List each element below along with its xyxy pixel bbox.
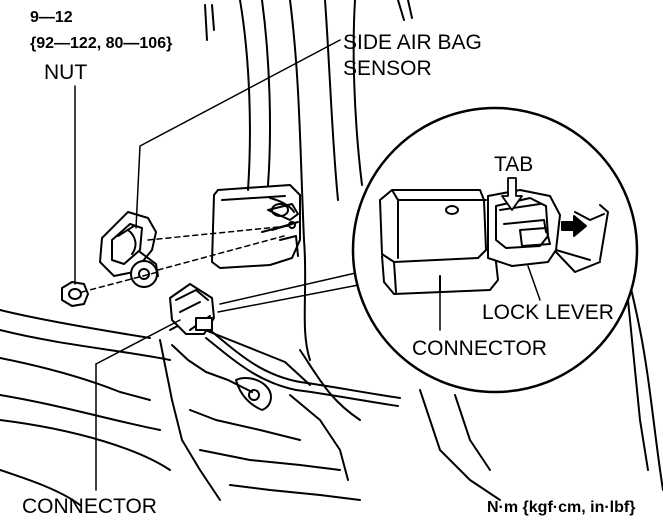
mounting-stud (261, 221, 296, 233)
wire-harness (205, 329, 401, 407)
units-label: N·m {kgf·cm, in·lbf} (487, 499, 636, 516)
tab-label: TAB (494, 153, 534, 176)
vehicle-body-structure (0, 0, 663, 506)
sensor-label-line1: SIDE AIR BAG (343, 31, 482, 54)
nut-icon (61, 281, 89, 307)
leader-lines (74, 39, 375, 491)
detail-callout (351, 106, 639, 394)
sensor-label-line2: SENSOR (343, 57, 432, 80)
alignment-lines (81, 225, 289, 293)
nut-label: NUT (44, 61, 88, 84)
lock-lever-label: LOCK LEVER (482, 301, 614, 324)
side-air-bag-sensor (99, 211, 159, 288)
connector-main-label: CONNECTOR (22, 495, 157, 518)
connector-detail-label: CONNECTOR (412, 337, 547, 360)
torque-value: 9—12 (30, 9, 73, 26)
torque-alt-value: {92—122, 80—106} (30, 35, 173, 52)
connector (169, 283, 215, 335)
